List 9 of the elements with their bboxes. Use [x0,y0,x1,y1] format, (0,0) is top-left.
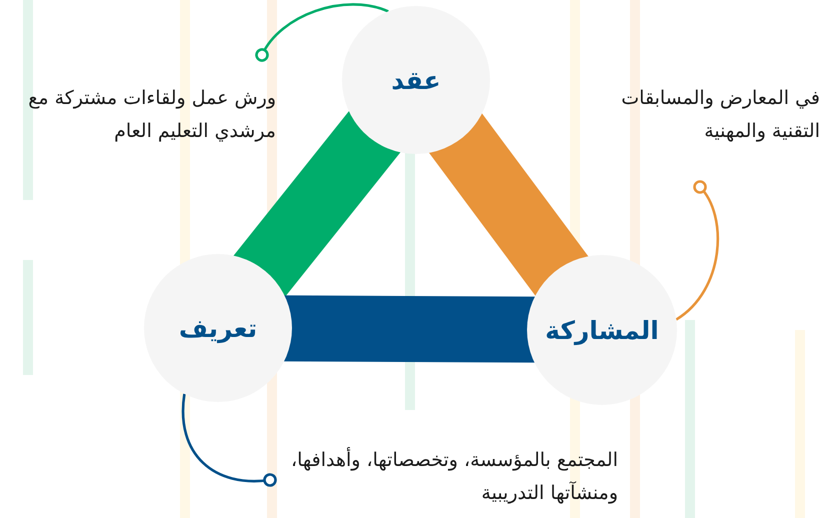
description-text: المجتمع بالمؤسسة، وتخصصاتها، وأهدافها، ومنشآتها التدريبية [270,444,618,514]
circle-node: المشاركة [527,255,677,405]
leader-line [182,394,277,487]
circle-node: تعريف [144,254,292,402]
circle-node: عقد [342,6,490,154]
description-text: في المعارض والمسابقات التقنية والمهنية [570,82,820,187]
description-text: ورش عمل ولقاءات مشتركة مع مرشدي التعليم العام [14,55,276,150]
leader-line [255,3,389,62]
leader-line [676,180,720,321]
